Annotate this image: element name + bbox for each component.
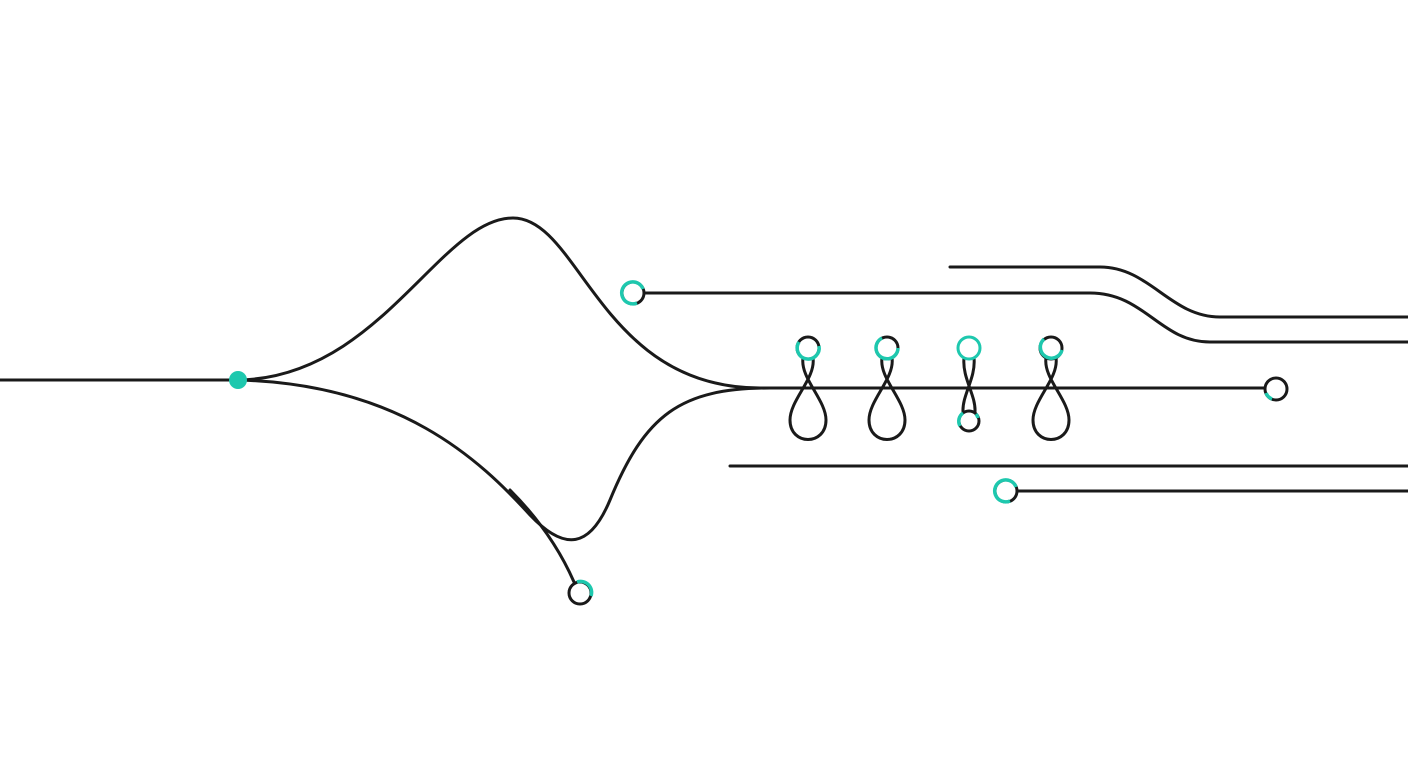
spur-branch [508,488,576,584]
terminal-node-icon[interactable] [619,280,646,306]
loop-node-icon[interactable] [956,335,982,361]
terminal-node-icon[interactable] [992,478,1019,504]
source-dot-icon[interactable] [229,371,247,389]
terminal-node-icon[interactable] [567,579,594,606]
top-line-1 [948,265,1408,319]
loop-node-icon[interactable] [795,335,821,361]
loop-2 [867,356,907,441]
upper-branch [236,216,1267,390]
loop-1 [788,356,828,441]
lower-branch [236,378,772,542]
loop-node-icon[interactable] [1038,335,1064,361]
loop-node-icon[interactable] [957,409,981,433]
loop-node-icon[interactable] [874,335,900,361]
top-line-2 [642,291,1408,344]
loop-4 [1031,356,1071,441]
loop-3 [961,356,977,414]
terminal-node-icon[interactable] [1263,376,1289,402]
